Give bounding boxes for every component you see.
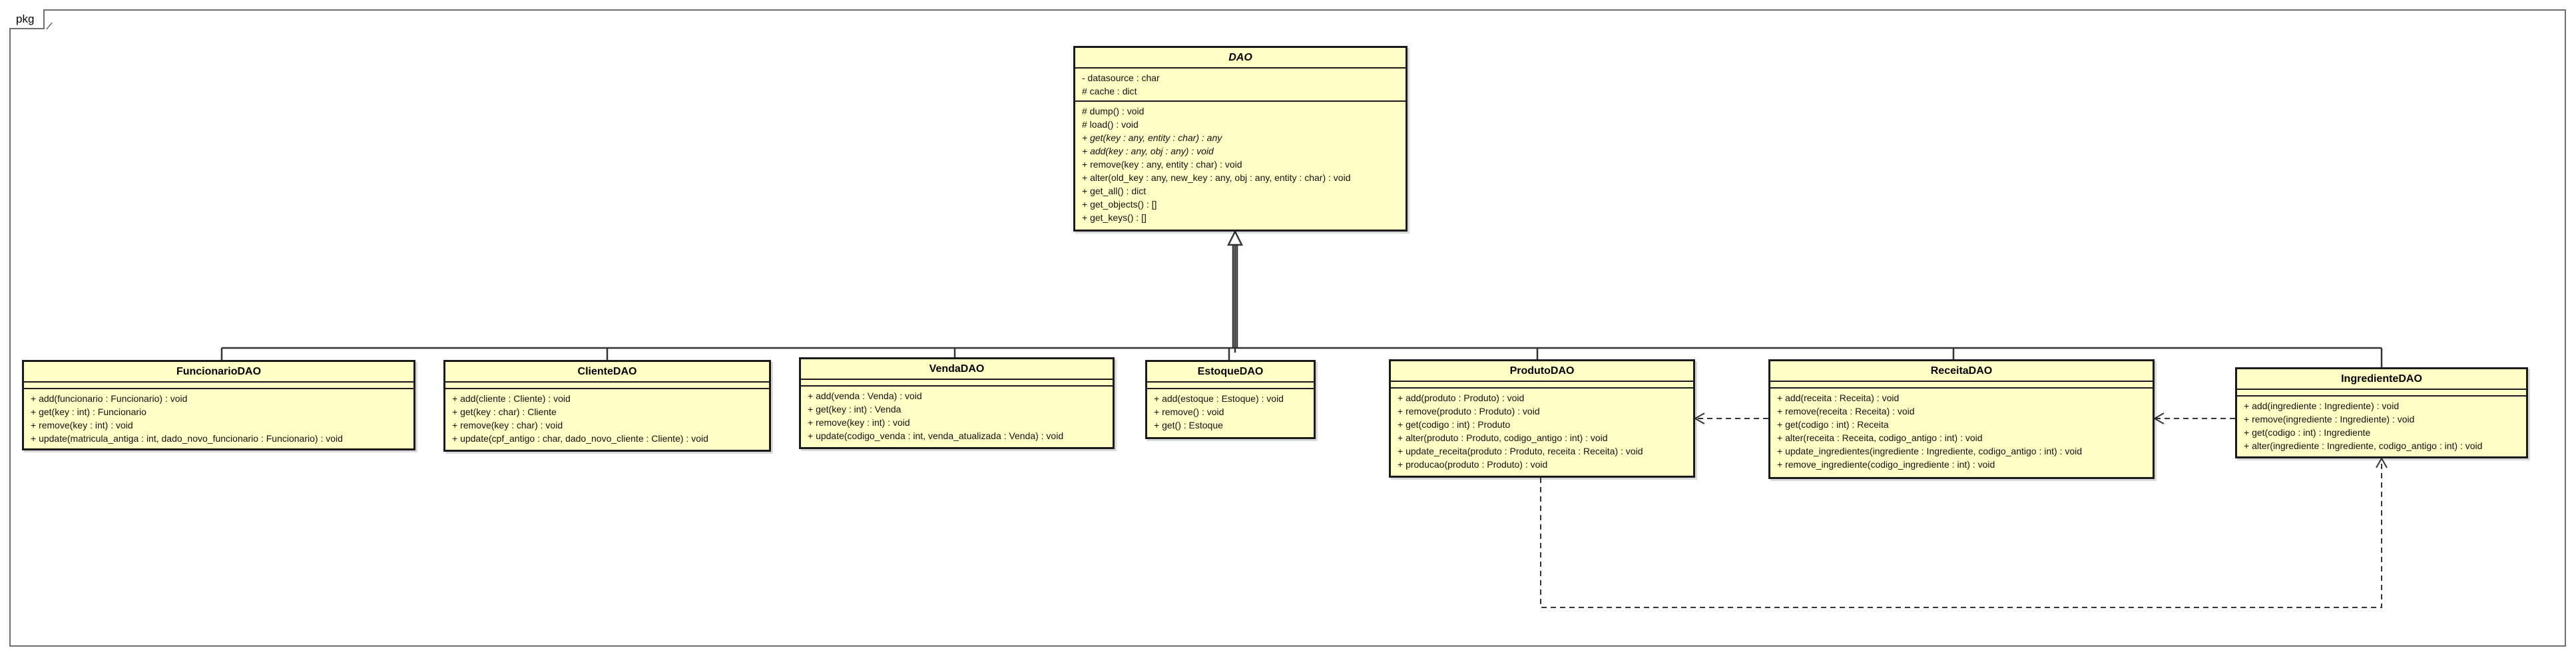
class-name: ReceitaDAO bbox=[1770, 361, 2153, 382]
package-label: pkg bbox=[9, 9, 45, 29]
methods: # dump() : void # load() : void + get(ke… bbox=[1075, 102, 1406, 227]
methods: + add(ingrediente : Ingrediente) : void … bbox=[2237, 397, 2526, 455]
method: + remove(key : char) : void bbox=[452, 420, 563, 430]
method: + update(codigo_venda : int, venda_atual… bbox=[808, 430, 1064, 441]
method: # load() : void bbox=[1082, 119, 1139, 130]
attributes bbox=[1147, 383, 1314, 389]
method: + remove(key : int) : void bbox=[31, 420, 133, 430]
class-name: ProdutoDAO bbox=[1391, 361, 1693, 382]
dependency-lines bbox=[1540, 418, 2382, 608]
method: + alter(old_key : any, new_key : any, ob… bbox=[1082, 172, 1351, 183]
method: # dump() : void bbox=[1082, 106, 1145, 116]
method: + alter(ingrediente : Ingrediente, codig… bbox=[2244, 440, 2483, 451]
class-name: VendaDAO bbox=[801, 359, 1113, 380]
method: + get(key : int) : Venda bbox=[808, 404, 902, 414]
method: + remove(key : any, entity : char) : voi… bbox=[1082, 159, 1242, 170]
methods: + add(venda : Venda) : void + get(key : … bbox=[801, 387, 1113, 445]
method: + get_all() : dict bbox=[1082, 186, 1147, 196]
class-venda-dao[interactable]: VendaDAO + add(venda : Venda) : void + g… bbox=[799, 357, 1115, 449]
attributes bbox=[2237, 390, 2526, 397]
method: + update(matricula_antiga : int, dado_no… bbox=[31, 433, 343, 444]
attribute: # cache : dict bbox=[1082, 86, 1137, 96]
attribute: - datasource : char bbox=[1082, 73, 1160, 83]
method: + remove(key : int) : void bbox=[808, 417, 910, 428]
method: + get(codigo : int) : Receita bbox=[1777, 419, 1889, 430]
methods: + add(cliente : Cliente) : void + get(ke… bbox=[445, 389, 769, 448]
class-name: DAO bbox=[1075, 48, 1406, 69]
method: + add(receita : Receita) : void bbox=[1777, 393, 1900, 403]
methods: + add(receita : Receita) : void + remove… bbox=[1770, 389, 2153, 474]
attributes bbox=[445, 383, 769, 389]
methods: + add(produto : Produto) : void + remove… bbox=[1391, 389, 1693, 474]
method: + update_ingredientes(ingrediente : Ingr… bbox=[1777, 446, 2083, 456]
attributes bbox=[24, 383, 413, 389]
method: + get(key : int) : Funcionario bbox=[31, 407, 146, 417]
method: + add(venda : Venda) : void bbox=[808, 391, 922, 401]
methods: + add(funcionario : Funcionario) : void … bbox=[24, 389, 413, 448]
class-name: IngredienteDAO bbox=[2237, 369, 2526, 390]
generalization-lines bbox=[220, 245, 2383, 367]
attributes bbox=[801, 380, 1113, 387]
class-name: FuncionarioDAO bbox=[24, 362, 413, 383]
method: + get_keys() : [] bbox=[1082, 212, 1147, 223]
method: + add(estoque : Estoque) : void bbox=[1154, 393, 1284, 404]
method: + get_objects() : [] bbox=[1082, 199, 1157, 210]
attributes: - datasource : char # cache : dict bbox=[1075, 69, 1406, 102]
class-estoque-dao[interactable]: EstoqueDAO + add(estoque : Estoque) : vo… bbox=[1145, 360, 1316, 439]
generalization-arrowhead bbox=[1226, 230, 1244, 246]
class-produto-dao[interactable]: ProdutoDAO + add(produto : Produto) : vo… bbox=[1389, 359, 1695, 478]
attributes bbox=[1770, 382, 2153, 389]
class-funcionario-dao[interactable]: FuncionarioDAO + add(funcionario : Funci… bbox=[22, 360, 415, 450]
method: + remove(ingrediente : Ingrediente) : vo… bbox=[2244, 414, 2415, 424]
method: + get() : Estoque bbox=[1154, 420, 1223, 430]
method: + add(key : any, obj : any) : void bbox=[1082, 146, 1214, 156]
dependency-arrowheads bbox=[1693, 412, 2388, 468]
method: + get(key : any, entity : char) : any bbox=[1082, 132, 1222, 143]
class-cliente-dao[interactable]: ClienteDAO + add(cliente : Cliente) : vo… bbox=[443, 360, 771, 452]
package-frame bbox=[9, 9, 2566, 647]
method: + producao(produto : Produto) : void bbox=[1398, 459, 1548, 470]
method: + remove() : void bbox=[1154, 407, 1224, 417]
attributes bbox=[1391, 382, 1693, 389]
method: + add(funcionario : Funcionario) : void bbox=[31, 393, 188, 404]
methods: + add(estoque : Estoque) : void + remove… bbox=[1147, 389, 1314, 434]
method: + add(ingrediente : Ingrediente) : void bbox=[2244, 401, 2400, 411]
class-name: ClienteDAO bbox=[445, 362, 769, 383]
method: + alter(receita : Receita, codigo_antigo… bbox=[1777, 432, 1983, 443]
method: + remove(produto : Produto) : void bbox=[1398, 406, 1540, 416]
method: + get(codigo : int) : Produto bbox=[1398, 419, 1511, 430]
class-name: EstoqueDAO bbox=[1147, 362, 1314, 383]
method: + get(key : char) : Cliente bbox=[452, 407, 557, 417]
method: + alter(produto : Produto, codigo_antigo… bbox=[1398, 432, 1608, 443]
method: + update_receita(produto : Produto, rece… bbox=[1398, 446, 1643, 456]
method: + add(cliente : Cliente) : void bbox=[452, 393, 571, 404]
class-ingrediente-dao[interactable]: IngredienteDAO + add(ingrediente : Ingre… bbox=[2235, 367, 2528, 458]
method: + remove(receita : Receita) : void bbox=[1777, 406, 1915, 416]
method: + update(cpf_antigo : char, dado_novo_cl… bbox=[452, 433, 708, 444]
class-dao[interactable]: DAO - datasource : char # cache : dict #… bbox=[1073, 46, 1408, 232]
method: + add(produto : Produto) : void bbox=[1398, 393, 1525, 403]
method: + remove_ingrediente(codigo_ingrediente … bbox=[1777, 459, 1995, 470]
method: + get(codigo : int) : Ingrediente bbox=[2244, 427, 2371, 438]
class-receita-dao[interactable]: ReceitaDAO + add(receita : Receita) : vo… bbox=[1768, 359, 2155, 479]
